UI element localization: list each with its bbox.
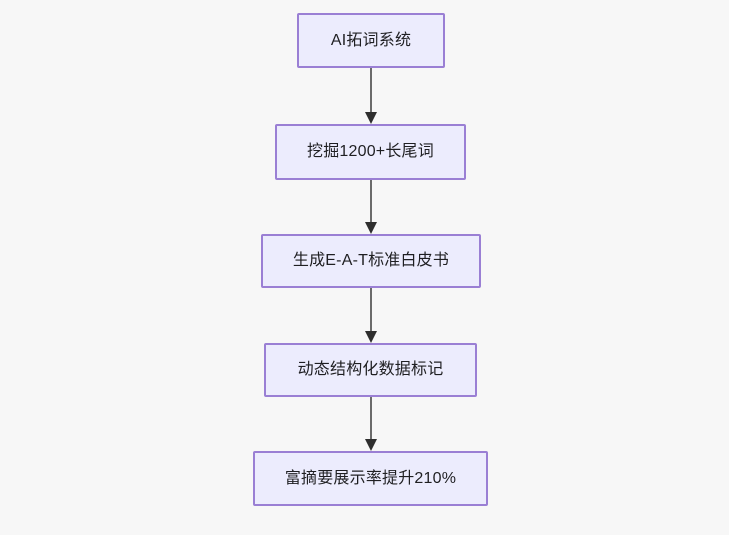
edge-n2-n3 [365,180,377,234]
flow-node-rich-snippet-result[interactable]: 富摘要展示率提升210% [253,451,488,506]
flow-node-label: 挖掘1200+长尾词 [307,143,434,161]
flow-node-eat-whitepaper[interactable]: 生成E-A-T标准白皮书 [261,234,481,288]
flow-node-label: 生成E-A-T标准白皮书 [292,252,450,270]
flow-node-label: 富摘要展示率提升210% [284,469,457,487]
edge-n3-n4 [365,288,377,343]
edge-n1-n2 [365,68,377,124]
flow-node-structured-data-markup[interactable]: 动态结构化数据标记 [264,343,477,397]
flow-node-label: AI拓词系统 [330,31,412,49]
flow-node-longtail-mining[interactable]: 挖掘1200+长尾词 [275,124,466,180]
edge-n4-n5 [365,397,377,451]
flow-node-label: 动态结构化数据标记 [297,361,444,379]
flow-node-ai-keyword-system[interactable]: AI拓词系统 [297,13,445,68]
